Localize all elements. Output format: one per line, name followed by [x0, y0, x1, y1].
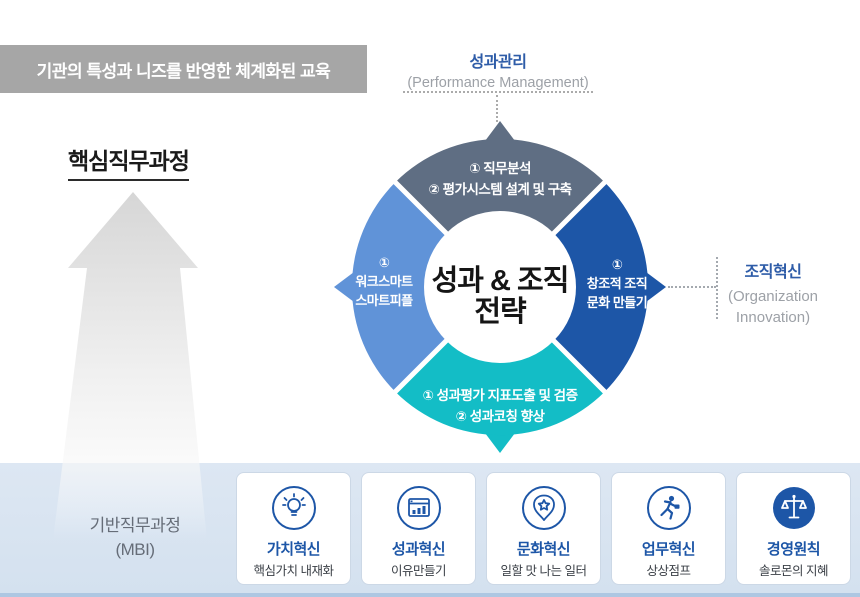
- organization-innovation-title: 조직혁신: [744, 264, 802, 281]
- bar-chart-window-icon: [396, 486, 441, 530]
- performance-management-label: 성과관리 (Performance Management): [398, 48, 598, 91]
- header-banner: 기관의 특성과 니즈를 반영한 체계화된 교육: [0, 45, 367, 93]
- running-person-icon: [646, 486, 691, 530]
- strategy-ring-diagram: [334, 121, 666, 453]
- performance-management-title: 성과관리: [469, 54, 527, 71]
- card-culture-innovation: 문화혁신 일할 맛 나는 일터: [486, 472, 601, 585]
- center-strategy-text: 성과 & 조직 전략: [431, 265, 570, 328]
- dotted-line-top-horizontal: [403, 91, 593, 93]
- dotted-line-top-vertical: [496, 95, 498, 122]
- top-quadrant-shape: [395, 138, 605, 235]
- innovation-cards: 가치혁신 핵심가치 내재화 성과혁신 이유만들기: [236, 472, 851, 585]
- bottom-quadrant-text: ① 성과평가 지표도출 및 검증 ② 성과코칭 향상: [422, 388, 578, 424]
- left-quadrant-shape: [351, 182, 448, 392]
- right-quadrant-shape: [552, 182, 649, 392]
- card-value-innovation: 가치혁신 핵심가치 내재화: [236, 472, 351, 585]
- card-management-principles: 경영원칙 솔로몬의 지혜: [736, 472, 851, 585]
- core-course-title: 핵심직무과정: [68, 142, 190, 181]
- card-work-innovation: 업무혁신 상상점프: [611, 472, 726, 585]
- badge-star-icon: [521, 486, 566, 530]
- card-subtitle: 일할 맛 나는 일터: [500, 564, 587, 578]
- lightbulb-icon: [271, 486, 316, 530]
- performance-management-subtitle: (Performance Management): [407, 75, 589, 91]
- card-subtitle: 솔로몬의 지혜: [759, 564, 828, 578]
- organization-innovation-label: 조직혁신 (Organization Innovation): [700, 258, 846, 328]
- card-subtitle: 이유만들기: [390, 564, 447, 578]
- dotted-line-right-horizontal: [668, 286, 716, 288]
- top-quadrant-text: ① 직무분석 ② 평가시스템 설계 및 구축: [428, 161, 572, 197]
- card-performance-innovation: 성과혁신 이유만들기: [361, 472, 476, 585]
- bottom-quadrant-shape: [395, 339, 605, 436]
- card-title: 가치혁신: [266, 541, 321, 558]
- card-title: 업무혁신: [641, 541, 696, 558]
- header-banner-text: 기관의 특성과 니즈를 반영한 체계화된 교육: [36, 61, 331, 81]
- card-title: 경영원칙: [766, 541, 821, 558]
- base-course-label: 기반직무과정 (MBI): [89, 516, 181, 559]
- scales-icon: [772, 487, 815, 529]
- card-subtitle: 상상점프: [646, 564, 691, 578]
- card-subtitle: 핵심가치 내재화: [253, 564, 334, 578]
- right-quadrant-text: ① 창조적 조직 문화 만들기: [586, 257, 648, 310]
- card-title: 문화혁신: [516, 541, 571, 558]
- dotted-line-right-vertical: [716, 257, 718, 319]
- left-quadrant-text: ① 워크스마트 스마트피플: [355, 255, 413, 308]
- organization-innovation-subtitle: (Organization Innovation): [727, 288, 819, 326]
- center-circle: [424, 211, 576, 363]
- card-title: 성과혁신: [391, 541, 446, 558]
